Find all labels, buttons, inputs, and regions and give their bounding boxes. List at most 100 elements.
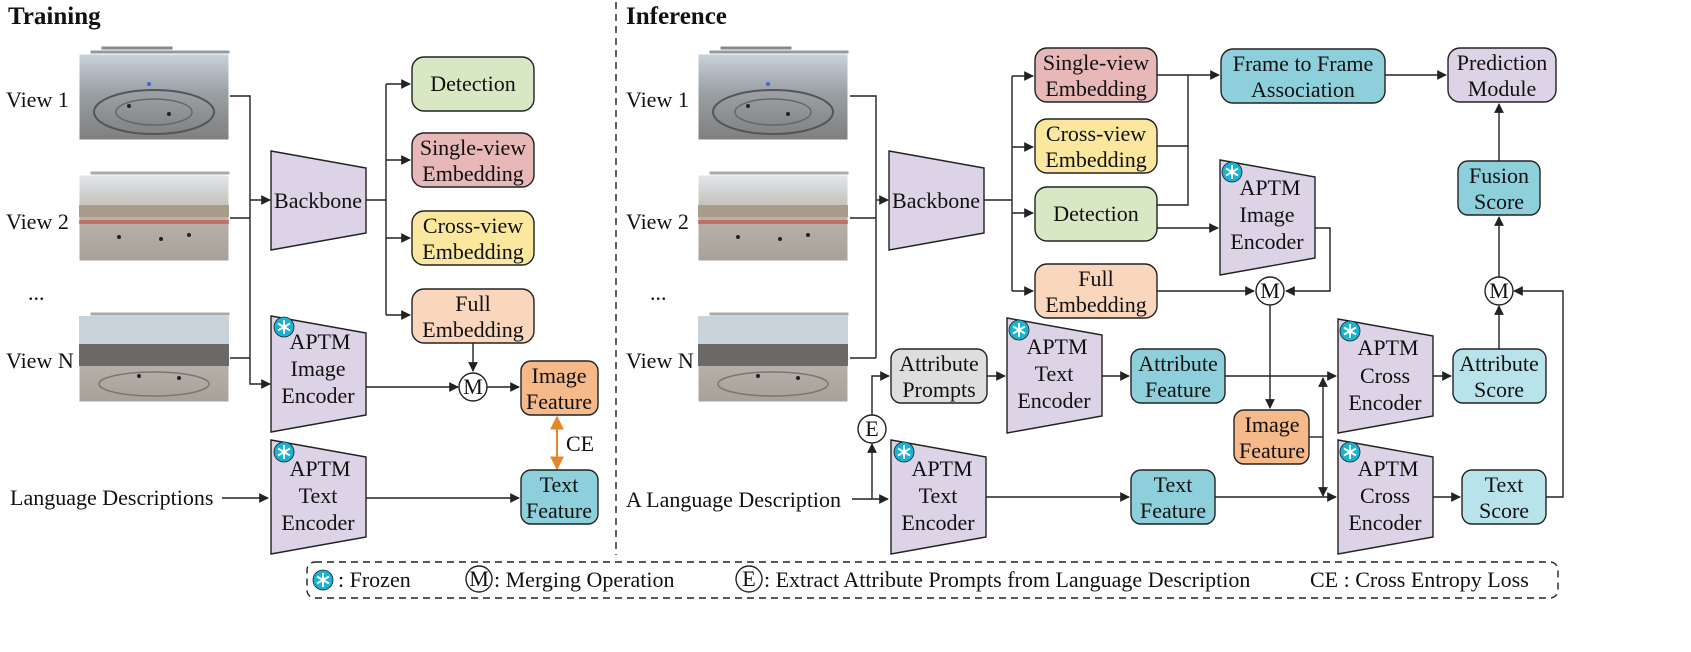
- extract-label: E: [865, 416, 878, 441]
- frame-association-box: [1220, 48, 1386, 104]
- training-backbone: [270, 150, 367, 251]
- legend-extract-icon: [735, 565, 763, 593]
- training-image-feature-line2: Feature: [526, 389, 592, 414]
- inference-image-encoder: [1219, 159, 1316, 276]
- training-view-ellipsis: ...: [28, 280, 45, 305]
- inference-single-view-line1: Single-view: [1043, 50, 1149, 75]
- training-title: Training: [8, 3, 101, 30]
- inference-view-n-label: View N: [626, 348, 694, 373]
- inference-detection-label: Detection: [1053, 201, 1139, 226]
- training-view-n-frames: [78, 311, 231, 403]
- training-image-feature-line1: Image: [532, 363, 587, 388]
- training-view-n-label: View N: [6, 348, 74, 373]
- training-image-encoder: [270, 315, 367, 433]
- training-single-view-box: [411, 132, 535, 188]
- training-view-2-label: View 2: [6, 209, 69, 234]
- inference-single-view-line2: Embedding: [1045, 76, 1146, 101]
- fusion-score-line1: Fusion: [1469, 163, 1529, 188]
- inference-view-2-label: View 2: [626, 209, 689, 234]
- inference-merge-score-label: M: [1489, 278, 1509, 303]
- inference-image-feature-line2: Feature: [1239, 438, 1305, 463]
- legend-extract-text: : Extract Attribute Prompts from Languag…: [764, 567, 1250, 592]
- attribute-feature-line2: Feature: [1145, 377, 1211, 402]
- cross-encoder-attribute-line1: APTM: [1357, 335, 1418, 360]
- inference-view-n-frames: [697, 311, 850, 403]
- inference-text-encoder-attr-line2: Text: [1035, 361, 1074, 386]
- training-text-feature-line2: Feature: [526, 498, 592, 523]
- inference-text-encoder-attr-line1: APTM: [1026, 334, 1087, 359]
- cross-encoder-text-line1: APTM: [1357, 456, 1418, 481]
- inference-image-encoder-line3: Encoder: [1230, 229, 1304, 254]
- training-text-encoder-line2: Text: [299, 483, 338, 508]
- prediction-module-box: [1447, 47, 1557, 103]
- training-cross-view-box: [411, 210, 535, 266]
- legend-merge-text: : Merging Operation: [494, 567, 674, 592]
- prediction-module-line1: Prediction: [1457, 50, 1547, 75]
- frame-association-line2: Association: [1251, 77, 1355, 102]
- inference-text-encoder-lang-line3: Encoder: [901, 510, 975, 535]
- training-image-feature-box: [520, 360, 599, 416]
- inference-view-ellipsis: ...: [650, 280, 667, 305]
- inference-full-line2: Embedding: [1045, 292, 1146, 317]
- inference-text-encoder-lang-line1: APTM: [911, 456, 972, 481]
- training-cross-view-line1: Cross-view: [423, 213, 523, 238]
- attribute-feature-line1: Attribute: [1138, 351, 1217, 376]
- training-view-2-frames: [78, 170, 231, 262]
- cross-encoder-text: [1337, 439, 1434, 555]
- attribute-score-line2: Score: [1474, 377, 1524, 402]
- inference-image-encoder-line2: Image: [1240, 202, 1295, 227]
- inference-backbone: [888, 150, 985, 251]
- attribute-prompts-line1: Attribute: [899, 351, 978, 376]
- cross-encoder-text-line2: Cross: [1360, 483, 1410, 508]
- inference-image-encoder-line1: APTM: [1239, 175, 1300, 200]
- prediction-module-line2: Module: [1468, 76, 1536, 101]
- frame-association-line1: Frame to Frame: [1233, 51, 1374, 76]
- attribute-prompts-line2: Prompts: [902, 377, 975, 402]
- legend-frozen-icon: [312, 569, 334, 591]
- attribute-score-line1: Attribute: [1459, 351, 1538, 376]
- training-text-encoder-line1: APTM: [289, 456, 350, 481]
- legend-box: [306, 561, 1559, 599]
- inference-cross-view-line2: Embedding: [1045, 147, 1146, 172]
- inference-full-line1: Full: [1078, 266, 1113, 291]
- training-text-feature-box: [520, 469, 599, 525]
- inference-merge-image-label: M: [1260, 278, 1280, 303]
- training-image-encoder-line1: APTM: [289, 329, 350, 354]
- training-cross-view-line2: Embedding: [422, 239, 523, 264]
- training-image-encoder-line3: Encoder: [281, 383, 355, 408]
- training-text-encoder-line3: Encoder: [281, 510, 355, 535]
- inference-detection-box: [1034, 186, 1158, 242]
- training-full-line2: Embedding: [422, 317, 523, 342]
- training-full-line1: Full: [455, 291, 490, 316]
- inference-view-2-frames: [697, 170, 850, 262]
- inference-view-1-label: View 1: [626, 87, 689, 112]
- inference-view-1-frames: [697, 45, 850, 141]
- training-language-input: Language Descriptions: [10, 485, 213, 510]
- training-text-encoder: [270, 439, 367, 555]
- legend-merge-symbol: M: [469, 566, 489, 591]
- legend-extract-symbol: E: [742, 566, 755, 591]
- training-merge-label: M: [463, 374, 483, 399]
- inference-title: Inference: [626, 3, 727, 30]
- cross-encoder-attribute-line2: Cross: [1360, 363, 1410, 388]
- cross-encoder-text-line3: Encoder: [1348, 510, 1422, 535]
- training-single-view-line1: Single-view: [420, 135, 526, 160]
- legend-ce-text: CE : Cross Entropy Loss: [1310, 567, 1529, 592]
- training-detection-label: Detection: [430, 71, 516, 96]
- inference-text-encoder-lang-line2: Text: [919, 483, 958, 508]
- inference-text-feature-line2: Feature: [1140, 498, 1206, 523]
- training-text-feature-line1: Text: [540, 472, 579, 497]
- inference-cross-view-line1: Cross-view: [1046, 121, 1146, 146]
- text-score-box: [1461, 469, 1547, 525]
- training-view-1-label: View 1: [6, 87, 69, 112]
- inference-text-encoder-lang: [890, 439, 987, 555]
- training-single-view-line2: Embedding: [422, 161, 523, 186]
- cross-encoder-attribute: [1337, 318, 1434, 434]
- fusion-score-line2: Score: [1474, 189, 1524, 214]
- training-view-1-frames: [78, 45, 231, 141]
- inference-text-encoder-attr-line3: Encoder: [1017, 388, 1091, 413]
- inference-backbone-label: Backbone: [892, 188, 980, 213]
- training-detection-box: [411, 56, 535, 112]
- legend-frozen-text: : Frozen: [338, 567, 411, 592]
